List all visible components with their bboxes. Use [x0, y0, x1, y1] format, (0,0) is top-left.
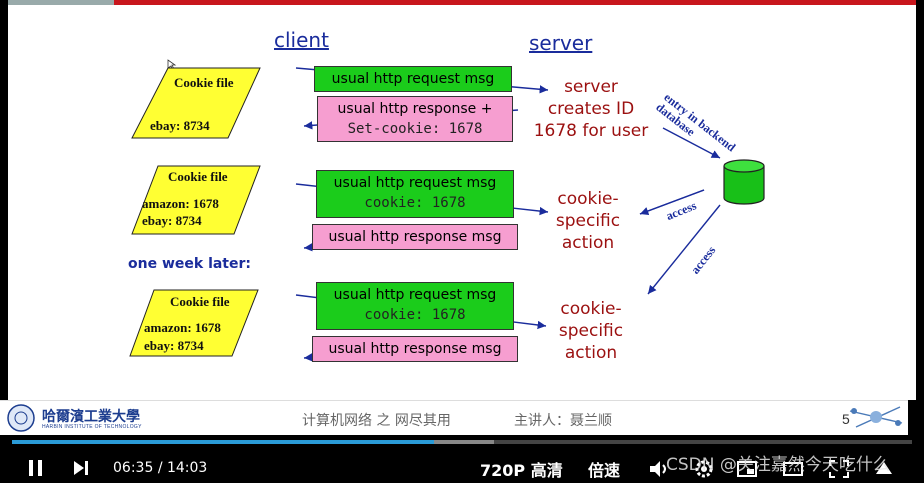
server-creates-id-note: server creates ID 1678 for user — [533, 77, 649, 141]
cookie-specific-action-1: cookie- specific action — [555, 189, 621, 253]
widescreen-icon — [783, 462, 803, 476]
cookie-entry-amazon: amazon: 1678 — [142, 196, 219, 211]
client-heading: client — [274, 28, 329, 52]
player-control-bar — [0, 438, 924, 479]
set-cookie-line: Set-cookie: 1678 — [347, 121, 483, 137]
cookie-file-title: Cookie file — [170, 294, 230, 309]
university-name: 哈爾濱工業大學 — [42, 409, 140, 425]
http-request-msg-3: usual http request msg cookie: 1678 — [316, 282, 514, 330]
request-line: usual http request msg — [333, 287, 497, 303]
one-week-later-label: one week later: — [128, 256, 251, 272]
slide-page-number: 5 — [842, 411, 850, 427]
widescreen-button[interactable] — [782, 459, 804, 479]
cookie-header-line: cookie: 1678 — [364, 195, 466, 211]
gear-icon — [695, 460, 713, 478]
volume-icon — [650, 461, 666, 477]
cookie-file-3: Cookie file amazon: 1678 ebay: 8734 — [126, 288, 266, 358]
http-response-set-cookie-msg: usual http response + Set-cookie: 1678 — [317, 96, 513, 142]
lecturer-name: 主讲人：聂兰顺 — [514, 413, 612, 429]
video-frame: client server Cookie file ebay: 8734 — [8, 0, 916, 400]
server-heading: server — [529, 31, 593, 55]
course-title: 计算机网络 之 网尽其用 — [302, 413, 451, 429]
cookie-entry-amazon: amazon: 1678 — [144, 320, 221, 335]
cookie-header-line: cookie: 1678 — [364, 307, 466, 323]
pause-button[interactable] — [26, 458, 46, 478]
university-logo-icon — [7, 404, 35, 432]
cookie-entry-ebay: ebay: 8734 — [142, 213, 202, 228]
duration: 14:03 — [166, 460, 208, 476]
http-response-msg-3: usual http response msg — [312, 336, 518, 362]
request-line: usual http request msg — [333, 175, 497, 191]
pip-button[interactable] — [736, 459, 758, 479]
cookie-specific-action-2: cookie- specific action — [558, 299, 624, 363]
http-response-msg-2: usual http response msg — [312, 224, 518, 250]
slide-footer — [0, 400, 908, 435]
quality-button[interactable]: 720P 高清 — [480, 461, 563, 480]
time-display: 06:35 / 14:03 — [113, 460, 207, 476]
network-graphic-icon — [849, 406, 903, 428]
volume-button[interactable] — [648, 459, 670, 479]
fullscreen-icon — [829, 460, 849, 478]
cookie-file-2: Cookie file amazon: 1678 ebay: 8734 — [128, 164, 268, 236]
speed-button[interactable]: 倍速 — [588, 461, 621, 480]
university-name-en: HARBIN INSTITUTE OF TECHNOLOGY — [42, 424, 142, 430]
arrow-up-icon — [876, 462, 892, 474]
next-icon — [74, 461, 88, 475]
pip-icon — [737, 461, 757, 477]
http-request-msg-1: usual http request msg — [314, 66, 512, 92]
progress-played — [12, 440, 434, 444]
settings-button[interactable] — [694, 459, 714, 479]
csdn-watermark: CSDN @关注嘉然今天吃什么 — [666, 455, 890, 475]
pause-icon — [29, 460, 42, 476]
cookie-file-1: Cookie file ebay: 8734 — [128, 66, 268, 140]
more-button[interactable] — [874, 459, 894, 479]
next-button[interactable] — [72, 459, 90, 477]
cookie-entry-ebay: ebay: 8734 — [150, 118, 210, 133]
database-icon — [723, 159, 765, 205]
current-time: 06:35 — [113, 460, 154, 476]
time-separator: / — [157, 460, 163, 476]
cookie-file-title: Cookie file — [174, 75, 234, 90]
response-line-1: usual http response + — [337, 101, 493, 117]
cookie-entry-ebay: ebay: 8734 — [144, 338, 204, 353]
http-request-msg-2: usual http request msg cookie: 1678 — [316, 170, 514, 218]
slide-top-border — [8, 0, 916, 5]
cookie-file-title: Cookie file — [168, 169, 228, 184]
fullscreen-button[interactable] — [828, 459, 850, 479]
